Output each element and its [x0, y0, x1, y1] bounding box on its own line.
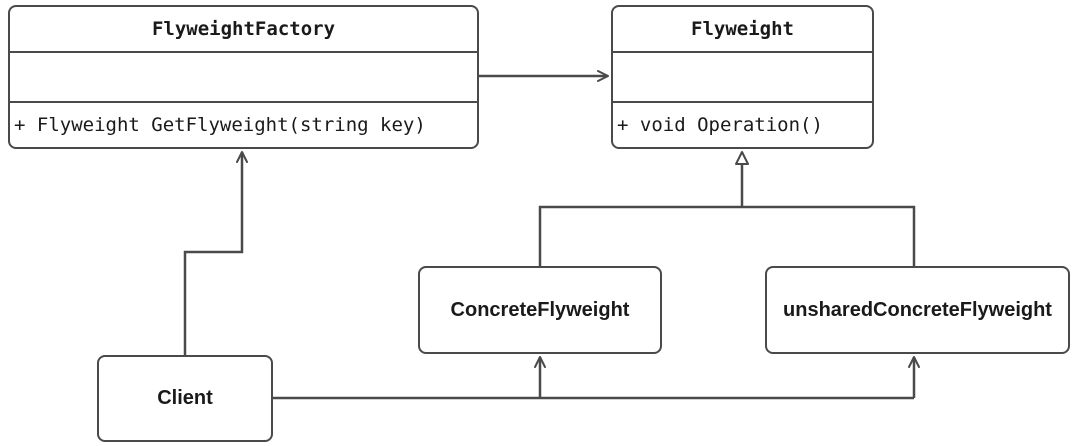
class-operation: + void Operation() [613, 101, 872, 147]
class-operation: + Flyweight GetFlyweight(string key) [10, 101, 477, 147]
class-client[interactable]: Client [97, 355, 273, 442]
association-client-to-factory [183, 151, 248, 356]
class-flyweight-factory[interactable]: FlyweightFactory + Flyweight GetFlyweigh… [8, 5, 479, 149]
generalization-concrete-flyweight [538, 205, 742, 266]
class-attributes [10, 51, 477, 101]
class-name: unsharedConcreteFlyweight [783, 298, 1052, 321]
class-name: FlyweightFactory [151, 18, 336, 40]
class-name: Flyweight [691, 18, 794, 40]
class-concrete-flyweight[interactable]: ConcreteFlyweight [418, 266, 662, 354]
class-name: ConcreteFlyweight [450, 298, 630, 321]
generalization-unshared-concrete-flyweight [742, 205, 916, 266]
class-unshared-concrete-flyweight[interactable]: unsharedConcreteFlyweight [765, 266, 1070, 354]
class-name: Client [157, 387, 213, 409]
class-attributes [613, 51, 872, 101]
class-flyweight[interactable]: Flyweight + void Operation() [611, 5, 874, 149]
